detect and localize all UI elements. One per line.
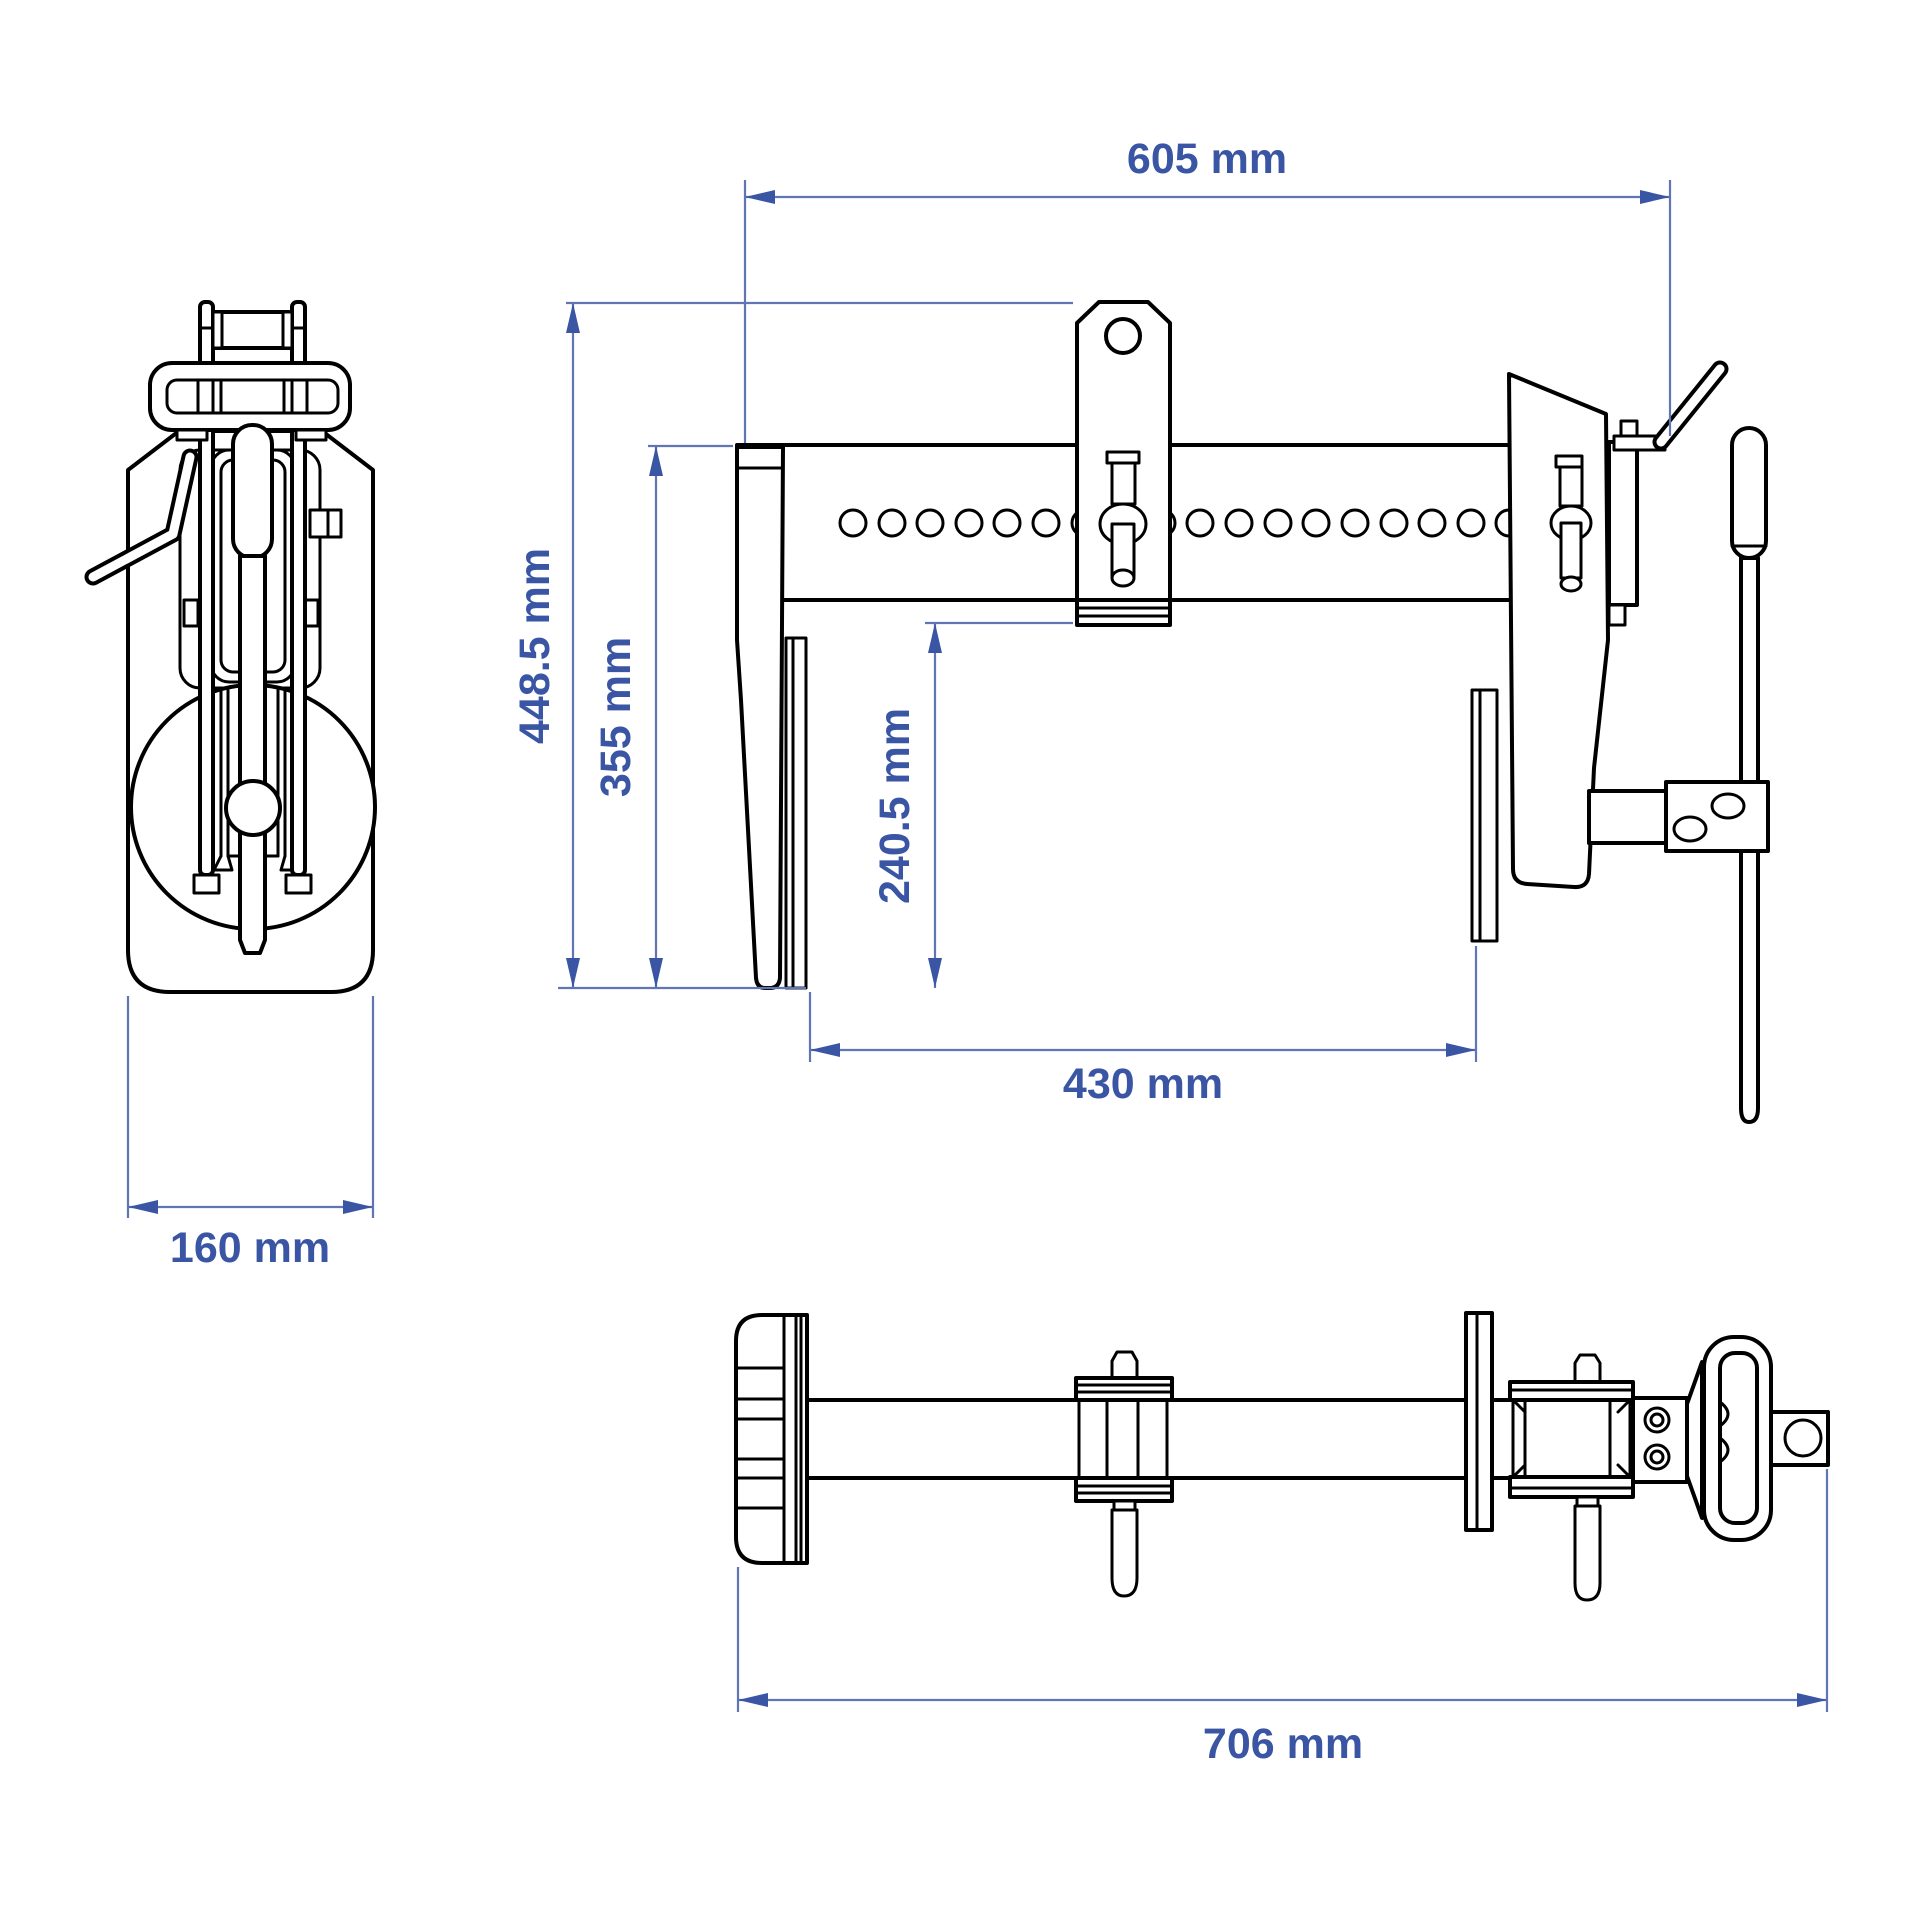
- dimension-label-top-width: 605 mm: [1127, 135, 1287, 183]
- front-fixed-jaw: [735, 445, 785, 990]
- front-end-bracket-tab: [1607, 603, 1627, 627]
- dimension-430: 430 mm: [808, 946, 1478, 1108]
- side-view: 160 mm: [84, 300, 377, 1272]
- plan-hanger-pin-down: [1110, 1508, 1139, 1598]
- front-movable-jaw-pad: [1470, 688, 1499, 943]
- plan-hanger-pin-up: [1110, 1350, 1139, 1380]
- plan-movable-pin-down: [1573, 1504, 1602, 1602]
- front-end-bracket: [1607, 440, 1639, 607]
- dimension-label-overall-height: 448.5 mm: [511, 548, 559, 744]
- dimension-label-jaw-height: 355 mm: [592, 637, 640, 797]
- side-center-rod: [238, 554, 267, 955]
- front-hanger-bracket: [1075, 300, 1172, 627]
- front-fixed-jaw-pad: [784, 636, 808, 990]
- plan-movable-carriage: [1508, 1353, 1635, 1602]
- front-handle-grip: [1730, 426, 1768, 560]
- dimension-448-5: 448.5 mm: [511, 301, 1073, 990]
- plan-hanger-carriage: [1074, 1350, 1174, 1598]
- dimension-355: 355 mm: [592, 444, 733, 988]
- front-arm: [1587, 789, 1668, 845]
- side-post-foot-right: [284, 873, 313, 895]
- plan-beam: [805, 1398, 1642, 1480]
- side-pivot-block-left: [182, 598, 200, 628]
- dimension-240-5: 240.5 mm: [871, 621, 1073, 988]
- side-latch-lever: [84, 448, 199, 586]
- dimension-label-side-depth: 160 mm: [170, 1224, 330, 1272]
- dimension-605: 605 mm: [743, 135, 1672, 443]
- front-latch: [1612, 360, 1729, 452]
- front-view: 605 mm 448.5 mm 355 mm 240.5 mm: [511, 135, 1770, 1124]
- front-clamp-block: [1664, 780, 1770, 853]
- dimension-706: 706 mm: [736, 1469, 1829, 1768]
- side-crossbar: [148, 361, 352, 442]
- front-movable-jaw-pin: [1549, 454, 1593, 593]
- plan-end-fitting: [1769, 1410, 1830, 1467]
- plan-movable-jaw-pad: [1464, 1311, 1494, 1532]
- plan-movable-pin-up: [1573, 1353, 1602, 1384]
- side-pin-capsule: [231, 423, 274, 560]
- dimension-160: 160 mm: [126, 996, 375, 1272]
- plan-handle-loop: [1702, 1335, 1773, 1542]
- side-post-foot-left: [192, 873, 221, 895]
- front-latch-bolt: [1619, 419, 1639, 438]
- dimension-label-overall-length: 706 mm: [1203, 1720, 1363, 1768]
- side-tie-posts: [192, 300, 313, 895]
- plan-view: 706 mm: [734, 1311, 1830, 1768]
- plan-bolt-block: [1631, 1396, 1689, 1484]
- side-pin-boss: [224, 779, 282, 837]
- front-hanger-hole: [1104, 317, 1142, 355]
- front-hanger-pin: [1098, 450, 1148, 588]
- side-shackle: [211, 310, 294, 350]
- dimension-label-throat-depth: 240.5 mm: [871, 708, 919, 904]
- plan-handle-transition: [1685, 1360, 1704, 1520]
- plan-fixed-jaw-block: [734, 1313, 809, 1565]
- side-arm-boss: [308, 508, 343, 539]
- dimension-label-jaw-opening: 430 mm: [1063, 1060, 1223, 1108]
